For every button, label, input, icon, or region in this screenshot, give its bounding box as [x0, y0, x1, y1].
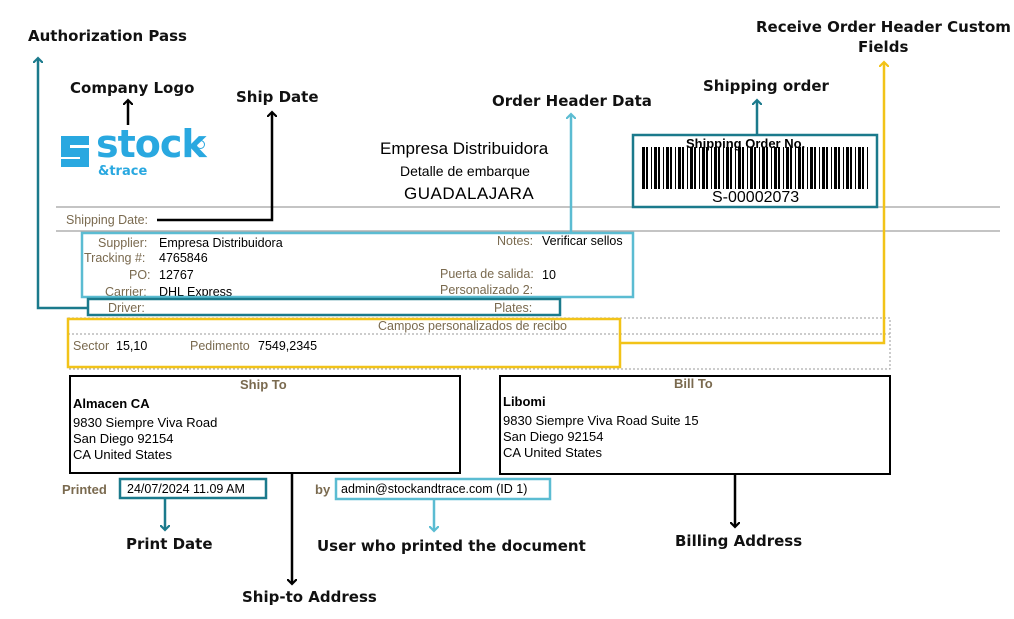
- sector-label: Sector: [73, 339, 110, 353]
- po-label: PO:: [129, 268, 151, 282]
- printed-by-label: by: [315, 482, 331, 497]
- ship-to-title: Ship To: [240, 377, 287, 392]
- registered-icon: [196, 140, 205, 149]
- bill-to-line1: 9830 Siempre Viva Road Suite 15: [503, 413, 699, 428]
- printed-date: 24/07/2024 11.09 AM: [127, 482, 245, 496]
- logo-subtext: &trace: [98, 164, 148, 179]
- sector-value: 15,10: [116, 339, 148, 353]
- exit-door-label: Puerta de salida:: [440, 267, 534, 281]
- pedimento-label: Pedimento: [190, 339, 250, 353]
- carrier-value: DHL Express: [159, 285, 233, 299]
- custom2-label: Personalizado 2:: [440, 283, 534, 297]
- logo-mark-icon: [61, 136, 89, 167]
- notes-label: Notes:: [497, 234, 534, 248]
- barcode-icon: [642, 147, 868, 189]
- ship-to-line3: CA United States: [73, 447, 172, 462]
- supplier-value: Empresa Distribuidora: [159, 236, 283, 250]
- bill-to-name: Libomi: [503, 394, 546, 409]
- ship-to-line2: San Diego 92154: [73, 431, 174, 446]
- ship-to-box: [69, 375, 461, 474]
- logo-word: stock: [96, 122, 207, 166]
- pedimento-value: 7549,2345: [258, 339, 318, 353]
- callout-receive-custom-fields-1: Receive Order Header Custom: [756, 18, 1011, 36]
- callout-company-logo: Company Logo: [70, 79, 195, 97]
- tracking-label: Tracking #:: [84, 251, 146, 265]
- callout-authorization-pass: Authorization Pass: [28, 27, 187, 45]
- ship-to-line1: 9830 Siempre Viva Road: [73, 415, 218, 430]
- carrier-label: Carrier:: [105, 285, 147, 299]
- callout-receive-custom-fields-2: Fields: [858, 38, 909, 56]
- po-value: 12767: [159, 268, 194, 282]
- authorization-pass-highlight: [86, 297, 562, 317]
- city-name: GUADALAJARA: [404, 184, 535, 203]
- bill-to-box: [499, 375, 891, 475]
- driver-label: Driver:: [108, 301, 145, 315]
- plates-label: Plates:: [494, 301, 533, 315]
- callout-ship-date: Ship Date: [236, 88, 319, 106]
- shipping-date-label: Shipping Date:: [66, 213, 149, 227]
- supplier-label: Supplier:: [98, 236, 148, 250]
- company-name: Empresa Distribuidora: [380, 139, 549, 158]
- bill-to-line2: San Diego 92154: [503, 429, 604, 444]
- callout-print-date: Print Date: [126, 535, 213, 553]
- callout-ship-to-address: Ship-to Address: [242, 588, 377, 606]
- callout-order-header-data: Order Header Data: [492, 92, 652, 110]
- bill-to-line3: CA United States: [503, 445, 602, 460]
- printed-label: Printed: [62, 482, 107, 497]
- exit-door-value: 10: [542, 268, 556, 282]
- company-logo: [57, 132, 93, 177]
- tracking-value: 4765846: [159, 251, 208, 265]
- notes-value: Verificar sellos: [542, 234, 623, 248]
- callout-shipping-order: Shipping order: [703, 77, 829, 95]
- printed-user: admin@stockandtrace.com (ID 1): [341, 482, 528, 496]
- document-subtitle: Detalle de embarque: [400, 163, 530, 179]
- shipping-order-number: S-00002073: [712, 189, 800, 206]
- custom-fields-title: Campos personalizados de recibo: [378, 319, 567, 333]
- bill-to-title: Bill To: [674, 376, 713, 391]
- ship-to-name: Almacen CA: [73, 396, 150, 411]
- callout-user-who-printed: User who printed the document: [317, 537, 586, 555]
- callout-billing-address: Billing Address: [675, 532, 803, 550]
